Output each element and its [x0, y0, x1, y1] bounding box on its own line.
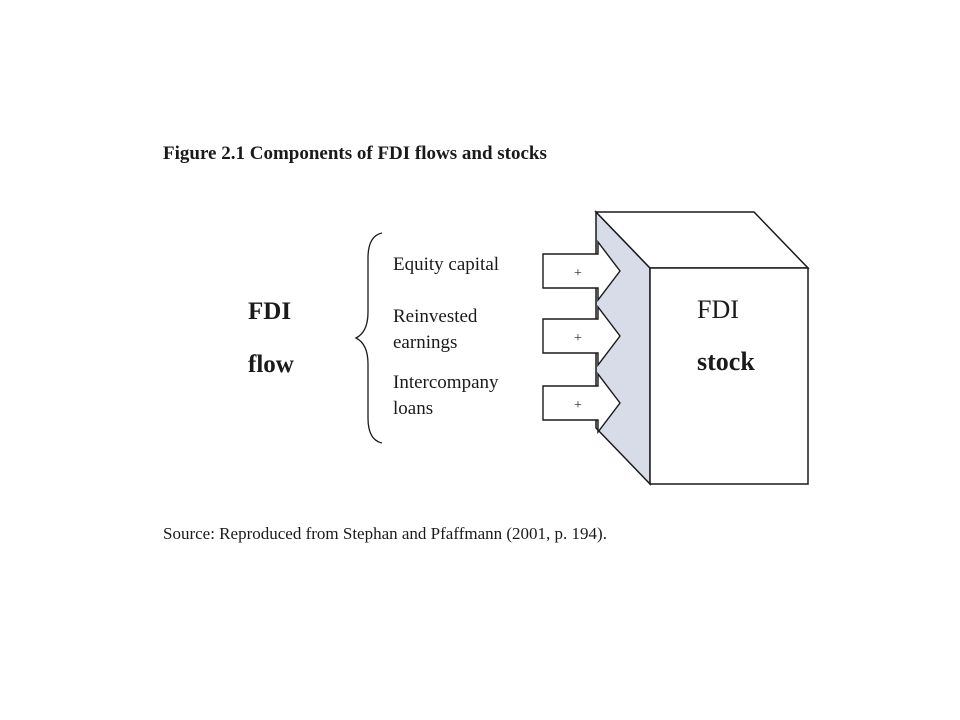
stock-box-front: [649, 267, 809, 485]
component-equity-line1: Equity capital: [393, 254, 500, 275]
arrow-reinvested: [542, 304, 621, 368]
curly-brace: [354, 232, 383, 444]
arrow-intercompany: [542, 371, 621, 435]
flow-label-line2: flow: [248, 351, 294, 378]
component-intercompany-line2: loans: [393, 398, 434, 419]
arrow-equity: [542, 239, 621, 303]
component-reinvested-line2: earnings: [393, 332, 458, 353]
figure-source: Source: Reproduced from Stephan and Pfaf…: [163, 524, 607, 543]
component-intercompany-line1: Intercompany: [393, 372, 499, 393]
plus-sign-intercompany: +: [574, 398, 582, 413]
plus-sign-reinvested: +: [574, 331, 582, 346]
plus-sign-equity: +: [574, 266, 582, 281]
stock-label-line1: FDI: [697, 295, 739, 324]
figure-title: Figure 2.1 Components of FDI flows and s…: [163, 143, 547, 164]
flow-label-line1: FDI: [248, 298, 292, 325]
stock-label-line2: stock: [697, 347, 755, 376]
component-reinvested-line1: Reinvested: [393, 306, 478, 327]
